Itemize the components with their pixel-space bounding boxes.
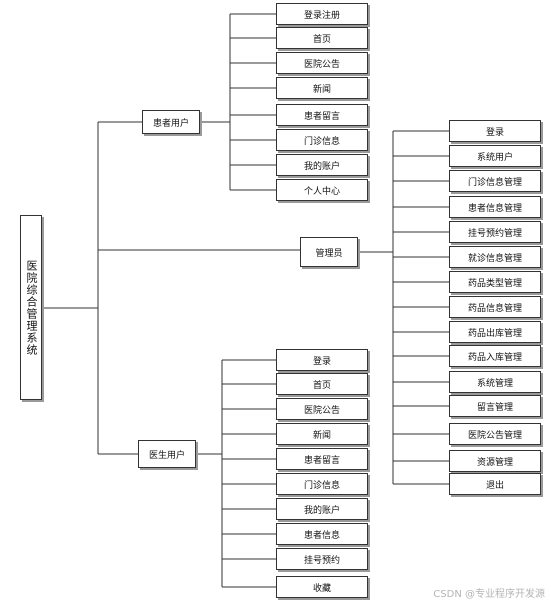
watermark: CSDN @专业程序开发源 [433, 589, 545, 600]
admin-item-0: 登录 [449, 120, 541, 142]
doctor-item-1: 首页 [276, 373, 368, 395]
doctor-item-8: 挂号预约 [276, 548, 368, 570]
admin-item-3: 患者信息管理 [449, 196, 541, 218]
admin-item-9: 药品入库管理 [449, 345, 541, 367]
admin-item-2: 门诊信息管理 [449, 170, 541, 192]
admin-item-13: 资源管理 [449, 450, 541, 472]
branch-patient: 患者用户 [142, 110, 200, 134]
admin-item-12: 医院公告管理 [449, 423, 541, 445]
admin-item-8: 药品出库管理 [449, 321, 541, 343]
root-node: 医院综合管理系统 [20, 215, 42, 400]
patient-item-1: 首页 [276, 27, 368, 49]
patient-item-7: 个人中心 [276, 179, 368, 201]
doctor-item-7: 患者信息 [276, 523, 368, 545]
doctor-item-2: 医院公告 [276, 398, 368, 420]
doctor-item-0: 登录 [276, 349, 368, 371]
admin-item-7: 药品信息管理 [449, 296, 541, 318]
doctor-item-9: 收藏 [276, 576, 368, 598]
admin-item-10: 系统管理 [449, 371, 541, 393]
doctor-item-3: 新闻 [276, 423, 368, 445]
patient-item-3: 新闻 [276, 77, 368, 99]
admin-item-14: 退出 [449, 473, 541, 495]
branch-doctor: 医生用户 [138, 440, 196, 468]
patient-item-5: 门诊信息 [276, 129, 368, 151]
patient-item-0: 登录注册 [276, 3, 368, 25]
doctor-item-5: 门诊信息 [276, 473, 368, 495]
doctor-item-6: 我的账户 [276, 498, 368, 520]
patient-item-4: 患者留言 [276, 104, 368, 126]
admin-item-6: 药品类型管理 [449, 271, 541, 293]
patient-item-6: 我的账户 [276, 154, 368, 176]
doctor-item-4: 患者留言 [276, 448, 368, 470]
patient-item-2: 医院公告 [276, 52, 368, 74]
admin-item-4: 挂号预约管理 [449, 221, 541, 243]
branch-admin: 管理员 [300, 237, 358, 267]
admin-item-5: 就诊信息管理 [449, 246, 541, 268]
admin-item-1: 系统用户 [449, 145, 541, 167]
admin-item-11: 留言管理 [449, 395, 541, 417]
